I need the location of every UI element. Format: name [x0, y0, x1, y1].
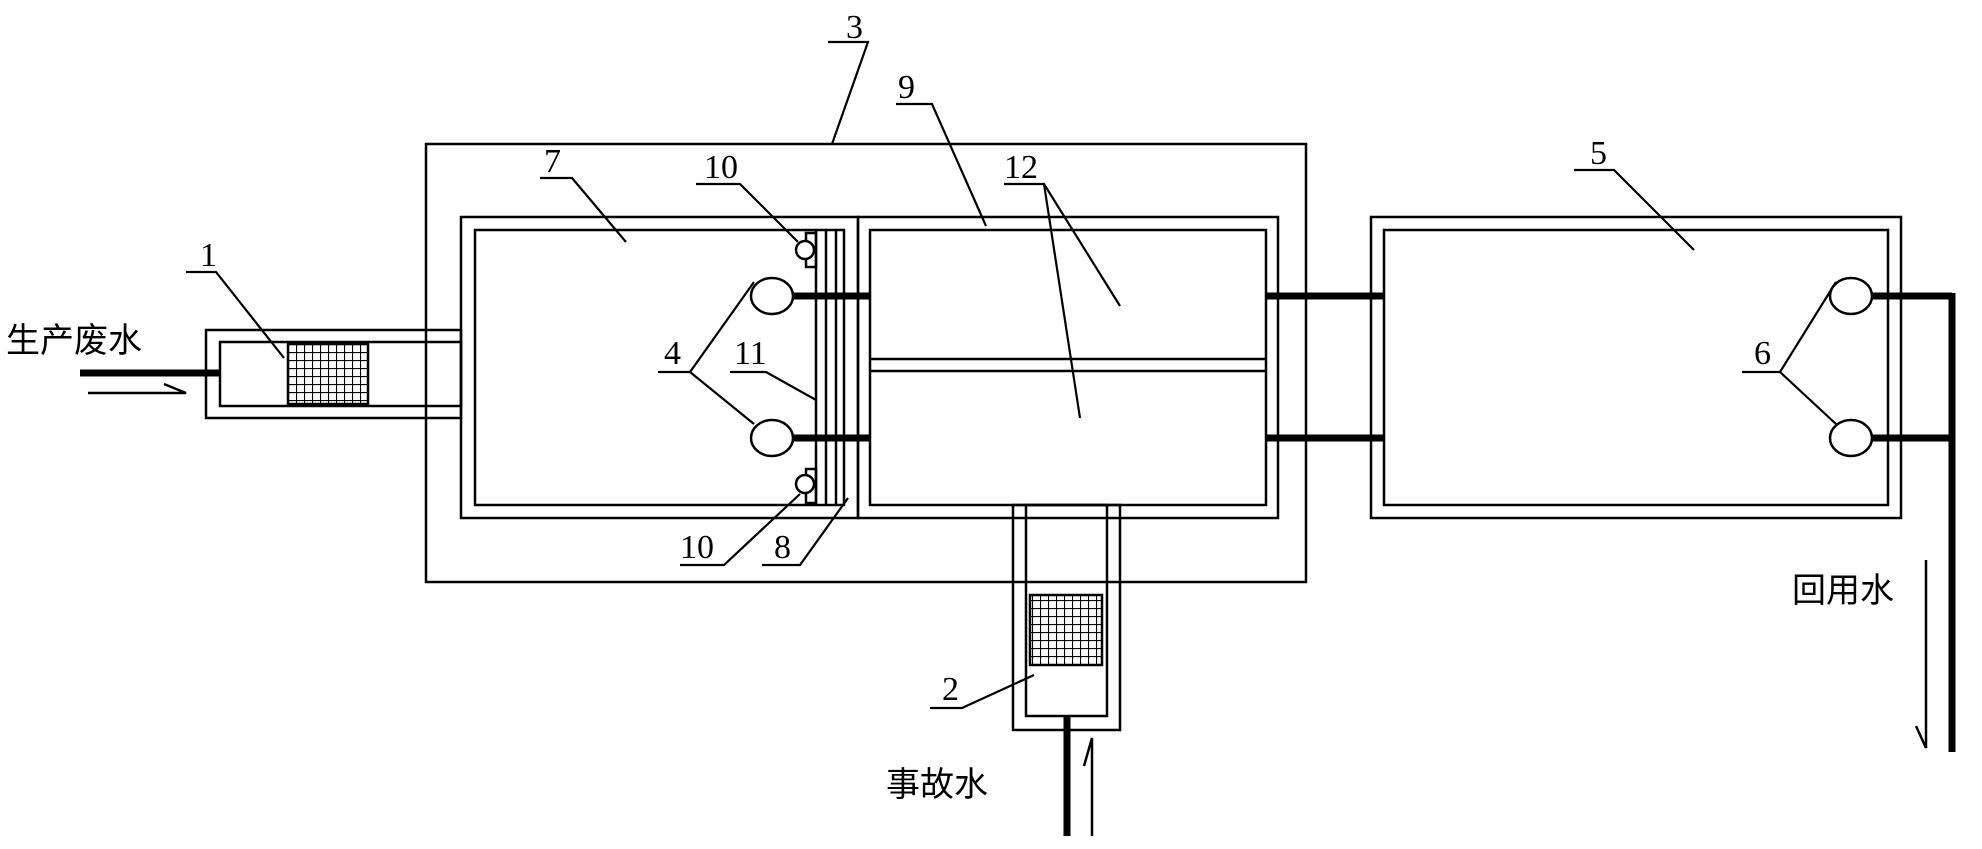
- callout-10-top: 10: [704, 149, 738, 186]
- callout-8: 8: [774, 529, 791, 566]
- callout-11: 11: [734, 335, 767, 372]
- callout-4: 4: [664, 335, 681, 372]
- reuse-water-label: 回用水: [1792, 571, 1894, 611]
- callout-1: 1: [200, 237, 217, 274]
- callout-12: 12: [1004, 149, 1038, 186]
- callout-5: 5: [1590, 135, 1607, 172]
- callout-2: 2: [942, 671, 959, 708]
- accident-water-label: 事故水: [886, 765, 988, 805]
- accident-arrow-icon: [1082, 737, 1094, 836]
- leader-lines: [186, 40, 1837, 710]
- callout-3: 3: [846, 9, 863, 46]
- inlet-screen-1: [80, 328, 463, 420]
- inlet-arrow-icon: [88, 382, 187, 395]
- production-wastewater-label: 生产废水: [6, 321, 142, 361]
- valve-top: [794, 239, 816, 261]
- callout-9: 9: [898, 69, 915, 106]
- outer-container: [424, 142, 1308, 584]
- pumps-6: [1828, 276, 1956, 752]
- callout-6: 6: [1754, 335, 1771, 372]
- valve-bottom: [794, 473, 816, 495]
- callout-7: 7: [544, 143, 561, 180]
- reuse-arrow-icon: [1914, 560, 1928, 749]
- transfer-pipes: [1266, 292, 1384, 442]
- tank-9: [856, 215, 1280, 520]
- callout-10-bottom: 10: [680, 529, 714, 566]
- pumps-4: [749, 276, 870, 458]
- tank-7: [459, 215, 860, 520]
- tank-5: [1369, 215, 1903, 520]
- partition-wall: [804, 230, 838, 505]
- accident-screen-2: [1011, 503, 1122, 836]
